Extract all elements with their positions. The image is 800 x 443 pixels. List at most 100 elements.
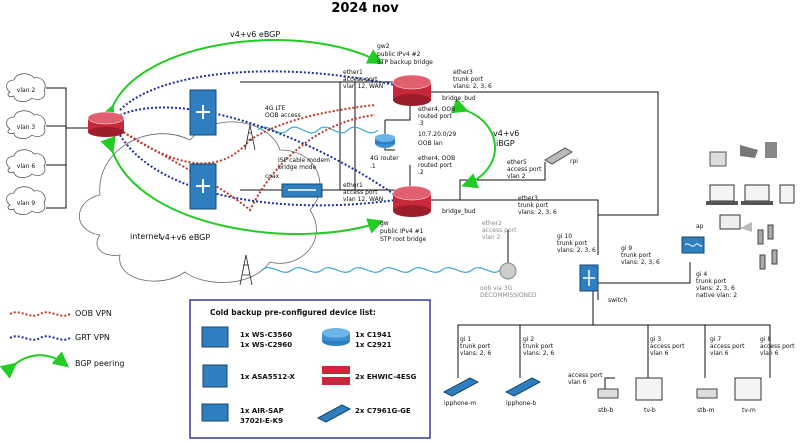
svg-text:gi 2: gi 2 [523, 336, 534, 343]
3g-wireless [261, 267, 501, 273]
switch-icon [579, 264, 599, 292]
svg-text:tv-m: tv-m [742, 407, 756, 414]
left-router [87, 111, 125, 137]
svg-text:4G router: 4G router [370, 155, 399, 162]
svg-text:trunk port: trunk port [518, 202, 549, 209]
svg-text:access port: access port [568, 372, 603, 379]
svg-text:trunk port: trunk port [696, 278, 727, 285]
svg-text:vlan 2: vlan 2 [482, 234, 501, 241]
svg-text:vlan 12, WAN: vlan 12, WAN [343, 196, 383, 203]
svg-text:vlan 6: vlan 6 [650, 350, 669, 357]
svg-text:ISP cable modem: ISP cable modem [278, 157, 330, 164]
svg-text:gi 8: gi 8 [760, 336, 771, 343]
tv-b-icon [635, 377, 663, 401]
svg-text:access port: access port [343, 189, 378, 196]
ebgp-top-label: v4+v6 eBGP [230, 30, 280, 39]
svg-text:ipphone-b: ipphone-b [506, 400, 536, 407]
svg-text:DECOMMISSIONED: DECOMMISSIONED [480, 292, 537, 299]
svg-text:1x C2921: 1x C2921 [355, 341, 392, 349]
legend-bgp: BGP peering [75, 359, 125, 368]
svg-text:ether4, OOB: ether4, OOB [418, 106, 455, 113]
svg-text:.1: .1 [370, 163, 376, 170]
svg-text:1x WS-C2960: 1x WS-C2960 [240, 341, 292, 349]
svg-text:ether4, OOB: ether4, OOB [418, 155, 455, 162]
ibgp-label-2: iBGP [496, 139, 515, 148]
svg-text:gi 4: gi 4 [696, 271, 707, 278]
firewall-bottom [189, 163, 217, 210]
svg-text:stb-b: stb-b [598, 407, 613, 414]
svg-text:switch: switch [608, 297, 627, 304]
svg-text:vlans: 2, 6: vlans: 2, 6 [523, 350, 554, 357]
ehwic-module-icon [322, 366, 350, 385]
wireless-clients [706, 142, 795, 270]
svg-text:gi 3: gi 3 [650, 336, 661, 343]
vlan-2-cloud: vlan 2 [6, 73, 46, 102]
ws-switch-icon [201, 326, 229, 348]
3g-modem-icon [499, 262, 517, 280]
svg-text:oob via 3G: oob via 3G [480, 285, 513, 292]
svg-text:bridge mode: bridge mode [278, 164, 316, 171]
svg-text:access port: access port [710, 343, 745, 350]
svg-text:vlan 9: vlan 9 [17, 200, 36, 207]
router-4g-icon [375, 134, 395, 148]
svg-text:bridge_bud: bridge_bud [442, 208, 476, 215]
svg-text:ether5: ether5 [507, 159, 527, 166]
svg-text:ether2: ether2 [482, 220, 502, 227]
svg-text:access port: access port [760, 343, 795, 350]
vlan-clouds: vlan 2 vlan 3 vlan 6 vlan 9 [6, 73, 46, 215]
labels: v4+v6 eBGP v4+v6 eBGP v4+v6 iBGP gw2 pub… [160, 30, 795, 414]
svg-text:access port: access port [482, 227, 517, 234]
ibgp-label-1: v4+v6 [493, 129, 519, 138]
vlan-links [46, 87, 88, 209]
internet-label: internet [130, 232, 162, 241]
svg-text:vlans: 2, 3, 6: vlans: 2, 3, 6 [696, 285, 735, 292]
svg-text:ether1: ether1 [343, 69, 363, 76]
svg-text:STP backup bridge: STP backup bridge [377, 59, 433, 66]
air-sap-icon [201, 403, 229, 422]
svg-text:vlan 6: vlan 6 [17, 163, 36, 170]
svg-text:OOB lan: OOB lan [418, 140, 443, 147]
legend: OOB VPN GRT VPN BGP peering [0, 309, 125, 379]
svg-text:vlan 3: vlan 3 [17, 124, 36, 131]
legend-grt: GRT VPN [75, 333, 110, 342]
svg-text:tv-b: tv-b [644, 407, 656, 414]
svg-text:2x EHWIC-4ESG: 2x EHWIC-4ESG [355, 373, 417, 381]
lte-tower-icon [244, 124, 256, 151]
svg-text:bridge_bud: bridge_bud [442, 95, 476, 102]
svg-text:public IPv4 #2: public IPv4 #2 [377, 51, 421, 58]
svg-text:vlan 2: vlan 2 [17, 87, 36, 94]
svg-text:rpi: rpi [570, 158, 578, 165]
oob-vpn-paths [119, 104, 376, 212]
svg-text:trunk port: trunk port [453, 76, 484, 83]
vlan-3-cloud: vlan 3 [6, 110, 46, 139]
svg-text:2x C7961G-GE: 2x C7961G-GE [355, 407, 411, 415]
svg-text:vlan 12, WAN: vlan 12, WAN [343, 83, 383, 90]
bgp-peering [100, 39, 496, 235]
rpi-icon [544, 147, 573, 165]
svg-text:native vlan: 2: native vlan: 2 [696, 292, 737, 299]
svg-text:ether3: ether3 [518, 195, 538, 202]
gw-router [392, 185, 432, 217]
lte-wireless [257, 126, 379, 134]
svg-text:access port: access port [507, 166, 542, 173]
diagram-title: 2024 nov [331, 1, 399, 16]
tv-m-icon [734, 377, 762, 401]
ebgp-bottom-label: v4+v6 eBGP [160, 233, 210, 242]
isp-modem-icon [281, 183, 323, 198]
svg-text:ether3: ether3 [453, 69, 473, 76]
gw2-router [392, 74, 432, 106]
svg-text:trunk port: trunk port [557, 240, 588, 247]
svg-text:ipphone-m: ipphone-m [444, 400, 476, 407]
svg-text:trunk port: trunk port [621, 252, 652, 259]
stb-m-icon [696, 388, 718, 399]
svg-text:access port: access port [650, 343, 685, 350]
vlan-6-cloud: vlan 6 [6, 149, 46, 178]
svg-text:gw2: gw2 [377, 43, 390, 50]
svg-text:OOB access: OOB access [265, 112, 301, 119]
svg-text:gw: gw [380, 220, 389, 227]
svg-text:gi 10: gi 10 [557, 233, 572, 240]
svg-text:vlans: 2, 3, 6: vlans: 2, 3, 6 [557, 247, 596, 254]
svg-text:access port: access port [343, 76, 378, 83]
ipphone-b-icon [504, 377, 542, 397]
